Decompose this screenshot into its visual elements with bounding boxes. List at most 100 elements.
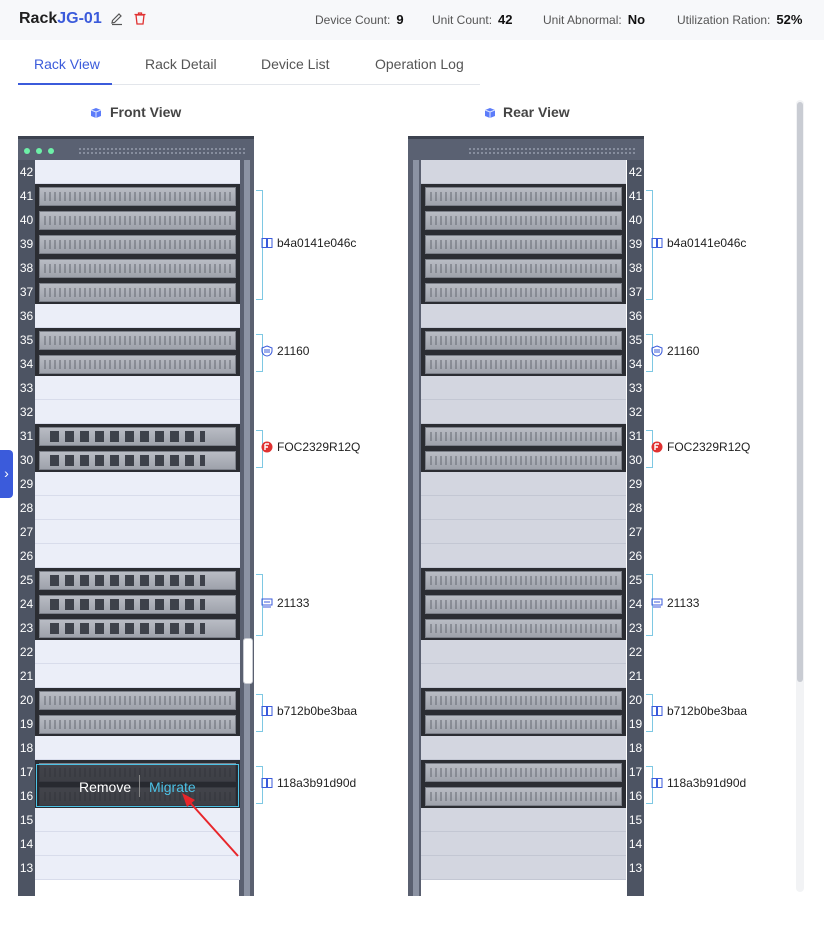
rear-device-label[interactable]: FOC2329R12Q	[651, 440, 750, 454]
rack-slot	[35, 472, 240, 496]
rack-slot	[421, 160, 626, 184]
device-unit-faceplate	[425, 451, 622, 470]
server-icon	[651, 706, 663, 716]
device-unit-faceplate	[39, 571, 236, 590]
device-unit-faceplate	[39, 691, 236, 710]
utilization-stat: Utilization Ration:52%	[677, 12, 803, 27]
tab-rack-detail[interactable]: Rack Detail	[145, 56, 217, 72]
front-device-label[interactable]: b4a0141e046c	[261, 236, 356, 250]
unit-number: 32	[628, 405, 643, 419]
rack-rail-inner	[244, 160, 250, 896]
switch-icon	[651, 598, 663, 608]
delete-icon[interactable]	[133, 11, 147, 26]
shield-icon	[261, 345, 273, 357]
device-unit-faceplate	[425, 619, 622, 638]
server-icon	[261, 238, 273, 248]
status-led	[48, 148, 54, 154]
unit-number: 19	[19, 717, 34, 731]
unit-number: 14	[628, 837, 643, 851]
edit-icon[interactable]	[110, 12, 124, 26]
rear-device-label[interactable]: 21160	[651, 344, 699, 358]
pointer-arrow	[182, 793, 239, 857]
device-unit-faceplate	[425, 331, 622, 350]
vertical-scrollbar-thumb[interactable]	[797, 102, 803, 682]
unit-number: 20	[628, 693, 643, 707]
device-name: FOC2329R12Q	[667, 440, 751, 454]
rear-device-label[interactable]: 118a3b91d90d	[651, 776, 746, 790]
tab-rack-view[interactable]: Rack View	[34, 56, 100, 72]
device-name: b4a0141e046c	[277, 236, 357, 250]
front-device-label[interactable]: 118a3b91d90d	[261, 776, 356, 790]
rack-slot	[35, 496, 240, 520]
unit-number: 24	[628, 597, 643, 611]
unit-number: 25	[628, 573, 643, 587]
rack-slot	[35, 856, 240, 880]
device-unit-faceplate	[425, 211, 622, 230]
device-name: 21160	[667, 344, 700, 358]
unit-abnormal-stat: Unit Abnormal:No	[543, 12, 646, 27]
remove-button[interactable]: Remove	[79, 779, 132, 795]
splitter-handle[interactable]	[243, 638, 253, 684]
unit-number: 30	[19, 453, 34, 467]
rack-rail-inner	[413, 160, 419, 896]
unit-number: 41	[628, 189, 643, 203]
unit-number: 42	[628, 165, 643, 179]
device-unit-faceplate	[39, 235, 236, 254]
status-led	[24, 148, 30, 154]
rack-slot	[421, 304, 626, 328]
rack-slot	[35, 544, 240, 568]
unit-number: 34	[628, 357, 643, 371]
device-unit-faceplate	[39, 595, 236, 614]
unit-number: 21	[628, 669, 643, 683]
front-device-b712b0be3baa[interactable]	[35, 688, 240, 736]
unit-number: 38	[628, 261, 643, 275]
device-unit-faceplate	[425, 355, 622, 374]
unit-number: 16	[628, 789, 643, 803]
device-count-stat: Device Count:9	[315, 12, 404, 27]
device-unit-faceplate	[425, 787, 622, 806]
unit-number: 27	[628, 525, 643, 539]
front-device-label[interactable]: 21133	[261, 596, 309, 610]
rear-device-21133[interactable]	[421, 568, 626, 640]
rear-device-21160[interactable]	[421, 328, 626, 376]
unit-number: 36	[628, 309, 643, 323]
front-device-FOC2329R12Q[interactable]	[35, 424, 240, 472]
rear-device-b712b0be3baa[interactable]	[421, 688, 626, 736]
device-action-popup: Remove Migrate	[36, 764, 239, 807]
device-unit-faceplate	[39, 283, 236, 302]
rear-device-label[interactable]: b712b0be3baa	[651, 704, 747, 718]
rear-device-118a3b91d90d[interactable]	[421, 760, 626, 808]
server-icon	[651, 778, 663, 788]
front-device-label[interactable]: FOC2329R12Q	[261, 440, 360, 454]
device-name: 118a3b91d90d	[277, 776, 357, 790]
rack-slot	[35, 520, 240, 544]
device-unit-faceplate	[39, 211, 236, 230]
tab-device-list[interactable]: Device List	[261, 56, 330, 72]
rear-device-FOC2329R12Q[interactable]	[421, 424, 626, 472]
rack-slot	[35, 160, 240, 184]
tab-operation-log[interactable]: Operation Log	[375, 56, 464, 72]
front-device-21133[interactable]	[35, 568, 240, 640]
front-device-label[interactable]: 21160	[261, 344, 309, 358]
migrate-button[interactable]: Migrate	[149, 779, 196, 795]
unit-number: 17	[19, 765, 34, 779]
device-unit-faceplate	[39, 331, 236, 350]
unit-number: 29	[19, 477, 34, 491]
unit-number: 32	[19, 405, 34, 419]
rear-device-label[interactable]: b4a0141e046c	[651, 236, 746, 250]
rack-slot	[421, 496, 626, 520]
rear-device-b4a0141e046c[interactable]	[421, 184, 626, 304]
rear-device-label[interactable]: 21133	[651, 596, 699, 610]
front-device-label[interactable]: b712b0be3baa	[261, 704, 357, 718]
firewall-icon	[261, 441, 273, 453]
header-bar	[0, 0, 824, 40]
device-unit-faceplate	[425, 763, 622, 782]
front-device-21160[interactable]	[35, 328, 240, 376]
front-view-title: Front View	[110, 104, 182, 120]
front-device-b4a0141e046c[interactable]	[35, 184, 240, 304]
unit-number: 17	[628, 765, 643, 779]
unit-number: 26	[628, 549, 643, 563]
unit-number: 23	[19, 621, 34, 635]
expand-sidebar-button[interactable]: ›	[0, 450, 13, 498]
